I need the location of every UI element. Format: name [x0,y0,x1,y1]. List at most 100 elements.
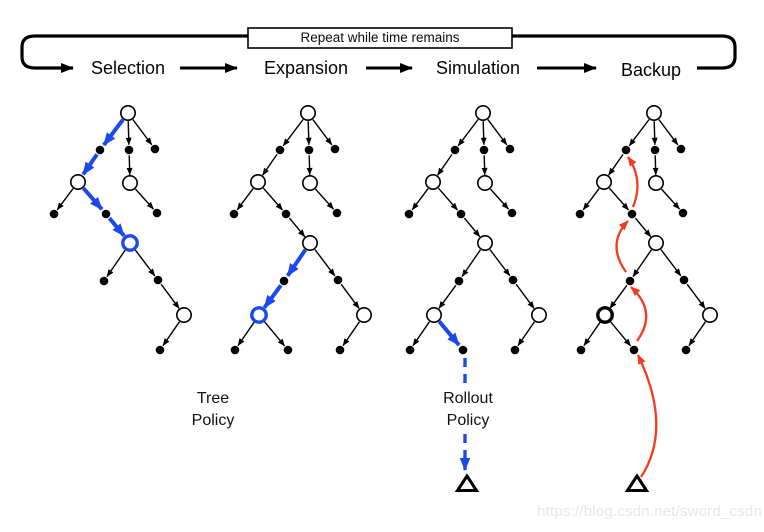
action-node [95,145,105,155]
action-node [679,275,689,285]
tree-edge [125,121,132,146]
tree-edge [132,119,153,146]
tree-edge [652,155,659,176]
tree-edge [632,249,652,278]
action-node [155,345,165,355]
state-node [250,174,267,191]
terminal-state-backup [624,473,650,492]
action-node [279,276,289,286]
action-node [281,209,291,219]
action-node [508,275,518,285]
action-node [575,209,585,219]
tree-simulation [404,105,547,355]
repeat-box [247,27,513,49]
tree-edge [106,249,126,278]
tree-edge [305,121,312,146]
tree-edge [609,320,632,347]
tree-edge [634,217,652,238]
action-node [510,345,520,355]
tree-edge [489,188,510,210]
backup-arrow-3 [615,220,629,273]
tree-edge [489,249,511,277]
tree-edge [312,119,333,146]
tree-edge [688,321,706,347]
action-node [150,144,160,154]
tree-edge [306,155,313,176]
tree-policy-label: Tree Policy [192,388,235,431]
tree-edge [412,321,430,347]
tree-edge [314,188,335,210]
backup-arrow-4 [627,156,639,208]
tree-edge [660,188,681,210]
state-node [647,235,664,252]
tree-edge [340,283,360,309]
tree-edge [608,154,624,176]
tree-edge [162,321,180,347]
action-node [333,275,343,285]
rollout-policy-line2: Policy [446,411,490,429]
action-node [678,208,688,218]
tree-edge [314,249,336,277]
state-node [301,175,318,192]
state-node [424,174,441,191]
action-node [275,145,285,155]
highlight-edge [285,248,308,277]
tree-edge [262,154,278,176]
state-node [647,175,664,192]
tree-edge [651,121,658,146]
tree-expansion [229,105,372,355]
terminal-state-simulation [454,473,480,492]
tree-edge [288,217,306,238]
action-node [229,209,239,219]
highlight-edge [437,320,461,347]
action-node [456,209,466,219]
action-node [479,145,489,155]
phase-label-simulation: Simulation [435,58,521,78]
tree-edge [411,188,429,211]
state-node [120,105,137,122]
action-node [576,345,586,355]
phase-label-selection: Selection [90,58,166,78]
action-node [629,345,639,355]
action-node [650,145,660,155]
action-node [405,345,415,355]
tree-edge [236,188,254,211]
rollout-policy-line1: Rollout [443,390,493,407]
highlight-edge [107,216,126,238]
tree-edge [342,321,360,347]
state-node [474,105,491,122]
action-node [335,345,345,355]
action-node [621,145,631,155]
tree-edge [126,155,133,176]
state-node [595,174,612,191]
tree-selection [49,105,193,355]
highlight-state-node [250,306,268,324]
highlight-edge [102,118,125,147]
state-node [530,306,547,323]
highlight-state-node [596,306,614,324]
tree-edge [262,187,284,211]
tree-edge [56,188,74,211]
tree-edge [237,321,255,347]
action-node [330,144,340,154]
action-node [332,208,342,218]
tree-edge [628,119,650,147]
state-node [425,306,442,323]
action-node [153,275,163,285]
tree-backup [575,105,718,355]
tree-policy-line2: Policy [191,411,235,429]
action-node [304,145,314,155]
repeat-label: Repeat while time remains [300,30,460,45]
action-node [625,276,635,286]
highlight-edge [262,284,283,309]
tree-edge [660,249,682,277]
tree-edge [134,188,155,210]
state-node [355,306,372,323]
action-node [454,276,464,286]
tree-edge [461,249,481,278]
watermark-text: https://blog.csdn.net/sword_csdn [537,503,762,520]
tree-edge [583,321,601,347]
tree-edge [160,283,180,309]
action-node [152,208,162,218]
